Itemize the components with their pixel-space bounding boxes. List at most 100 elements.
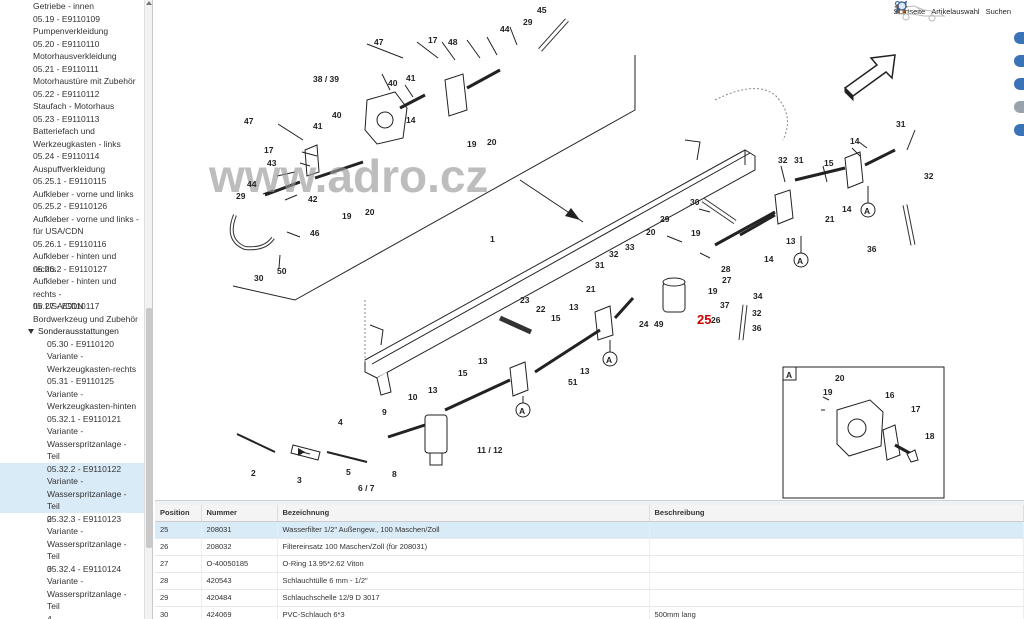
callout-number[interactable]: 23 bbox=[520, 295, 530, 305]
tree-section-sonderausstattungen[interactable]: Sonderausstattungen bbox=[0, 325, 145, 338]
callout-number[interactable]: 26 bbox=[711, 315, 721, 325]
callout-number[interactable]: 19 bbox=[823, 387, 833, 397]
callout-number[interactable]: 40 bbox=[332, 110, 342, 120]
column-header-designation[interactable]: Bezeichnung bbox=[277, 505, 650, 522]
callout-number[interactable]: 32 bbox=[609, 249, 619, 259]
callout-number[interactable]: 49 bbox=[654, 319, 664, 329]
callout-number[interactable]: 15 bbox=[824, 158, 834, 168]
callout-number[interactable]: 28 bbox=[721, 264, 731, 274]
highlighted-callout-25[interactable]: 25 bbox=[697, 312, 711, 327]
callout-number[interactable]: 31 bbox=[794, 155, 804, 165]
callout-number[interactable]: 34 bbox=[753, 291, 763, 301]
callout-number[interactable]: 30 bbox=[254, 273, 264, 283]
callout-number[interactable]: 6 / 7 bbox=[358, 483, 375, 493]
callout-number[interactable]: 8 bbox=[392, 469, 397, 479]
pane-splitter[interactable] bbox=[155, 500, 1024, 505]
callout-number[interactable]: 33 bbox=[625, 242, 635, 252]
callout-number[interactable]: 29 bbox=[523, 17, 533, 27]
callout-number[interactable]: 51 bbox=[568, 377, 578, 387]
search-button[interactable]: Suchen bbox=[894, 1, 1011, 16]
callout-number[interactable]: 13 bbox=[786, 236, 796, 246]
callout-number[interactable]: 14 bbox=[764, 254, 774, 264]
callout-number[interactable]: 4 bbox=[338, 417, 343, 427]
callout-number[interactable]: 36 bbox=[867, 244, 877, 254]
callout-number[interactable]: 15 bbox=[458, 368, 468, 378]
callout-number[interactable]: 48 bbox=[448, 37, 458, 47]
callout-number[interactable]: 21 bbox=[825, 214, 835, 224]
callout-number[interactable]: 41 bbox=[313, 121, 323, 131]
callout-number[interactable]: 42 bbox=[308, 194, 318, 204]
zoom-fit-icon[interactable] bbox=[1014, 78, 1024, 90]
callout-number[interactable]: 44 bbox=[500, 24, 510, 34]
tree-item[interactable]: Getriebe - innen bbox=[0, 0, 145, 13]
callout-number[interactable]: 11 / 12 bbox=[477, 445, 503, 455]
callout-number[interactable]: 14 bbox=[842, 204, 852, 214]
callout-number[interactable]: 20 bbox=[365, 207, 375, 217]
callout-number[interactable]: 47 bbox=[244, 116, 254, 126]
callout-number[interactable]: 22 bbox=[536, 304, 546, 314]
callout-number[interactable]: 46 bbox=[310, 228, 320, 238]
callout-number[interactable]: 27 bbox=[722, 275, 732, 285]
callout-number[interactable]: 14 bbox=[850, 136, 860, 146]
callout-number[interactable]: 18 bbox=[925, 431, 935, 441]
callout-number[interactable]: 19 bbox=[691, 228, 701, 238]
column-header-description[interactable]: Beschreibung bbox=[649, 505, 1024, 522]
callout-number[interactable]: 16 bbox=[885, 390, 895, 400]
callout-number[interactable]: 47 bbox=[374, 37, 384, 47]
callout-number[interactable]: 1 bbox=[490, 234, 495, 244]
sidebar-scrollbar-thumb[interactable] bbox=[146, 308, 152, 548]
callout-number[interactable]: 32 bbox=[778, 155, 788, 165]
callout-number[interactable]: 13 bbox=[478, 356, 488, 366]
callout-number[interactable]: 19 bbox=[467, 139, 477, 149]
column-header-position[interactable]: Position bbox=[155, 505, 202, 522]
callout-number[interactable]: 45 bbox=[537, 5, 547, 15]
sidebar-scrollbar[interactable] bbox=[144, 0, 152, 619]
callout-number[interactable]: 20 bbox=[646, 227, 656, 237]
callout-number[interactable]: 15 bbox=[551, 313, 561, 323]
callout-number[interactable]: 13 bbox=[580, 366, 590, 376]
callout-number[interactable]: 17 bbox=[428, 35, 438, 45]
callout-number[interactable]: 32 bbox=[752, 308, 762, 318]
callout-number[interactable]: 40 bbox=[388, 78, 398, 88]
callout-number[interactable]: 3 bbox=[297, 475, 302, 485]
zoom-in-icon[interactable] bbox=[1014, 32, 1024, 44]
callout-number[interactable]: 20 bbox=[835, 373, 845, 383]
callout-number[interactable]: 38 / 39 bbox=[313, 74, 339, 84]
callout-number[interactable]: 50 bbox=[277, 266, 287, 276]
callout-number[interactable]: 29 bbox=[236, 191, 246, 201]
callout-number[interactable]: 14 bbox=[406, 115, 416, 125]
zoom-out-icon[interactable] bbox=[1014, 55, 1024, 67]
callout-number[interactable]: 32 bbox=[924, 171, 934, 181]
callout-number[interactable]: 44 bbox=[247, 179, 257, 189]
callout-number[interactable]: 19 bbox=[708, 286, 718, 296]
callout-number[interactable]: 2 bbox=[251, 468, 256, 478]
crosshair-icon[interactable] bbox=[1014, 101, 1024, 113]
callout-number[interactable]: 17 bbox=[911, 404, 921, 414]
callout-number[interactable]: 19 bbox=[342, 211, 352, 221]
callout-number[interactable]: 20 bbox=[487, 137, 497, 147]
callout-number[interactable]: 37 bbox=[720, 300, 730, 310]
callout-number[interactable]: 5 bbox=[346, 467, 351, 477]
callout-number[interactable]: 13 bbox=[569, 302, 579, 312]
callout-number[interactable]: 17 bbox=[264, 145, 274, 155]
callout-number[interactable]: 24 bbox=[639, 319, 649, 329]
expand-triangle-icon[interactable] bbox=[28, 329, 34, 335]
callout-number[interactable]: 41 bbox=[406, 73, 416, 83]
